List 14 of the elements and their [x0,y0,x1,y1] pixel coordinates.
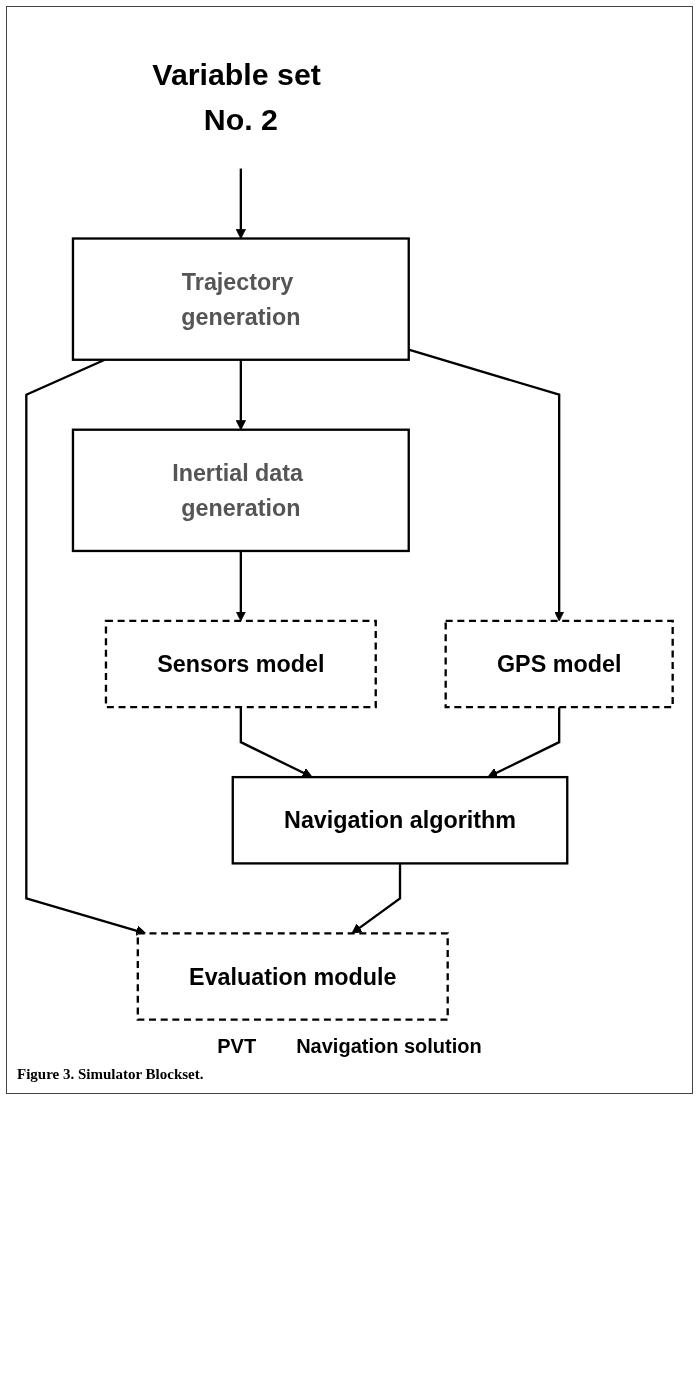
edge-note: Navigation solution [296,1034,482,1058]
node-box: Inertial data generation [71,428,410,553]
edge-note: PVT [217,1034,257,1058]
figure-caption: Figure 3. Simulator Blockset. [17,1065,205,1083]
arrow [235,168,246,239]
arrow [239,707,313,778]
node-box: Evaluation module [136,932,449,1021]
node-box: Navigation algorithm [231,775,569,865]
node-box: Sensors model [104,619,377,709]
node-box: Trajectory generation [71,237,410,361]
node-box: GPS model [444,619,674,709]
node-text: Variable set No. 2 [152,56,321,138]
arrow [351,863,402,934]
arrow [487,707,561,778]
